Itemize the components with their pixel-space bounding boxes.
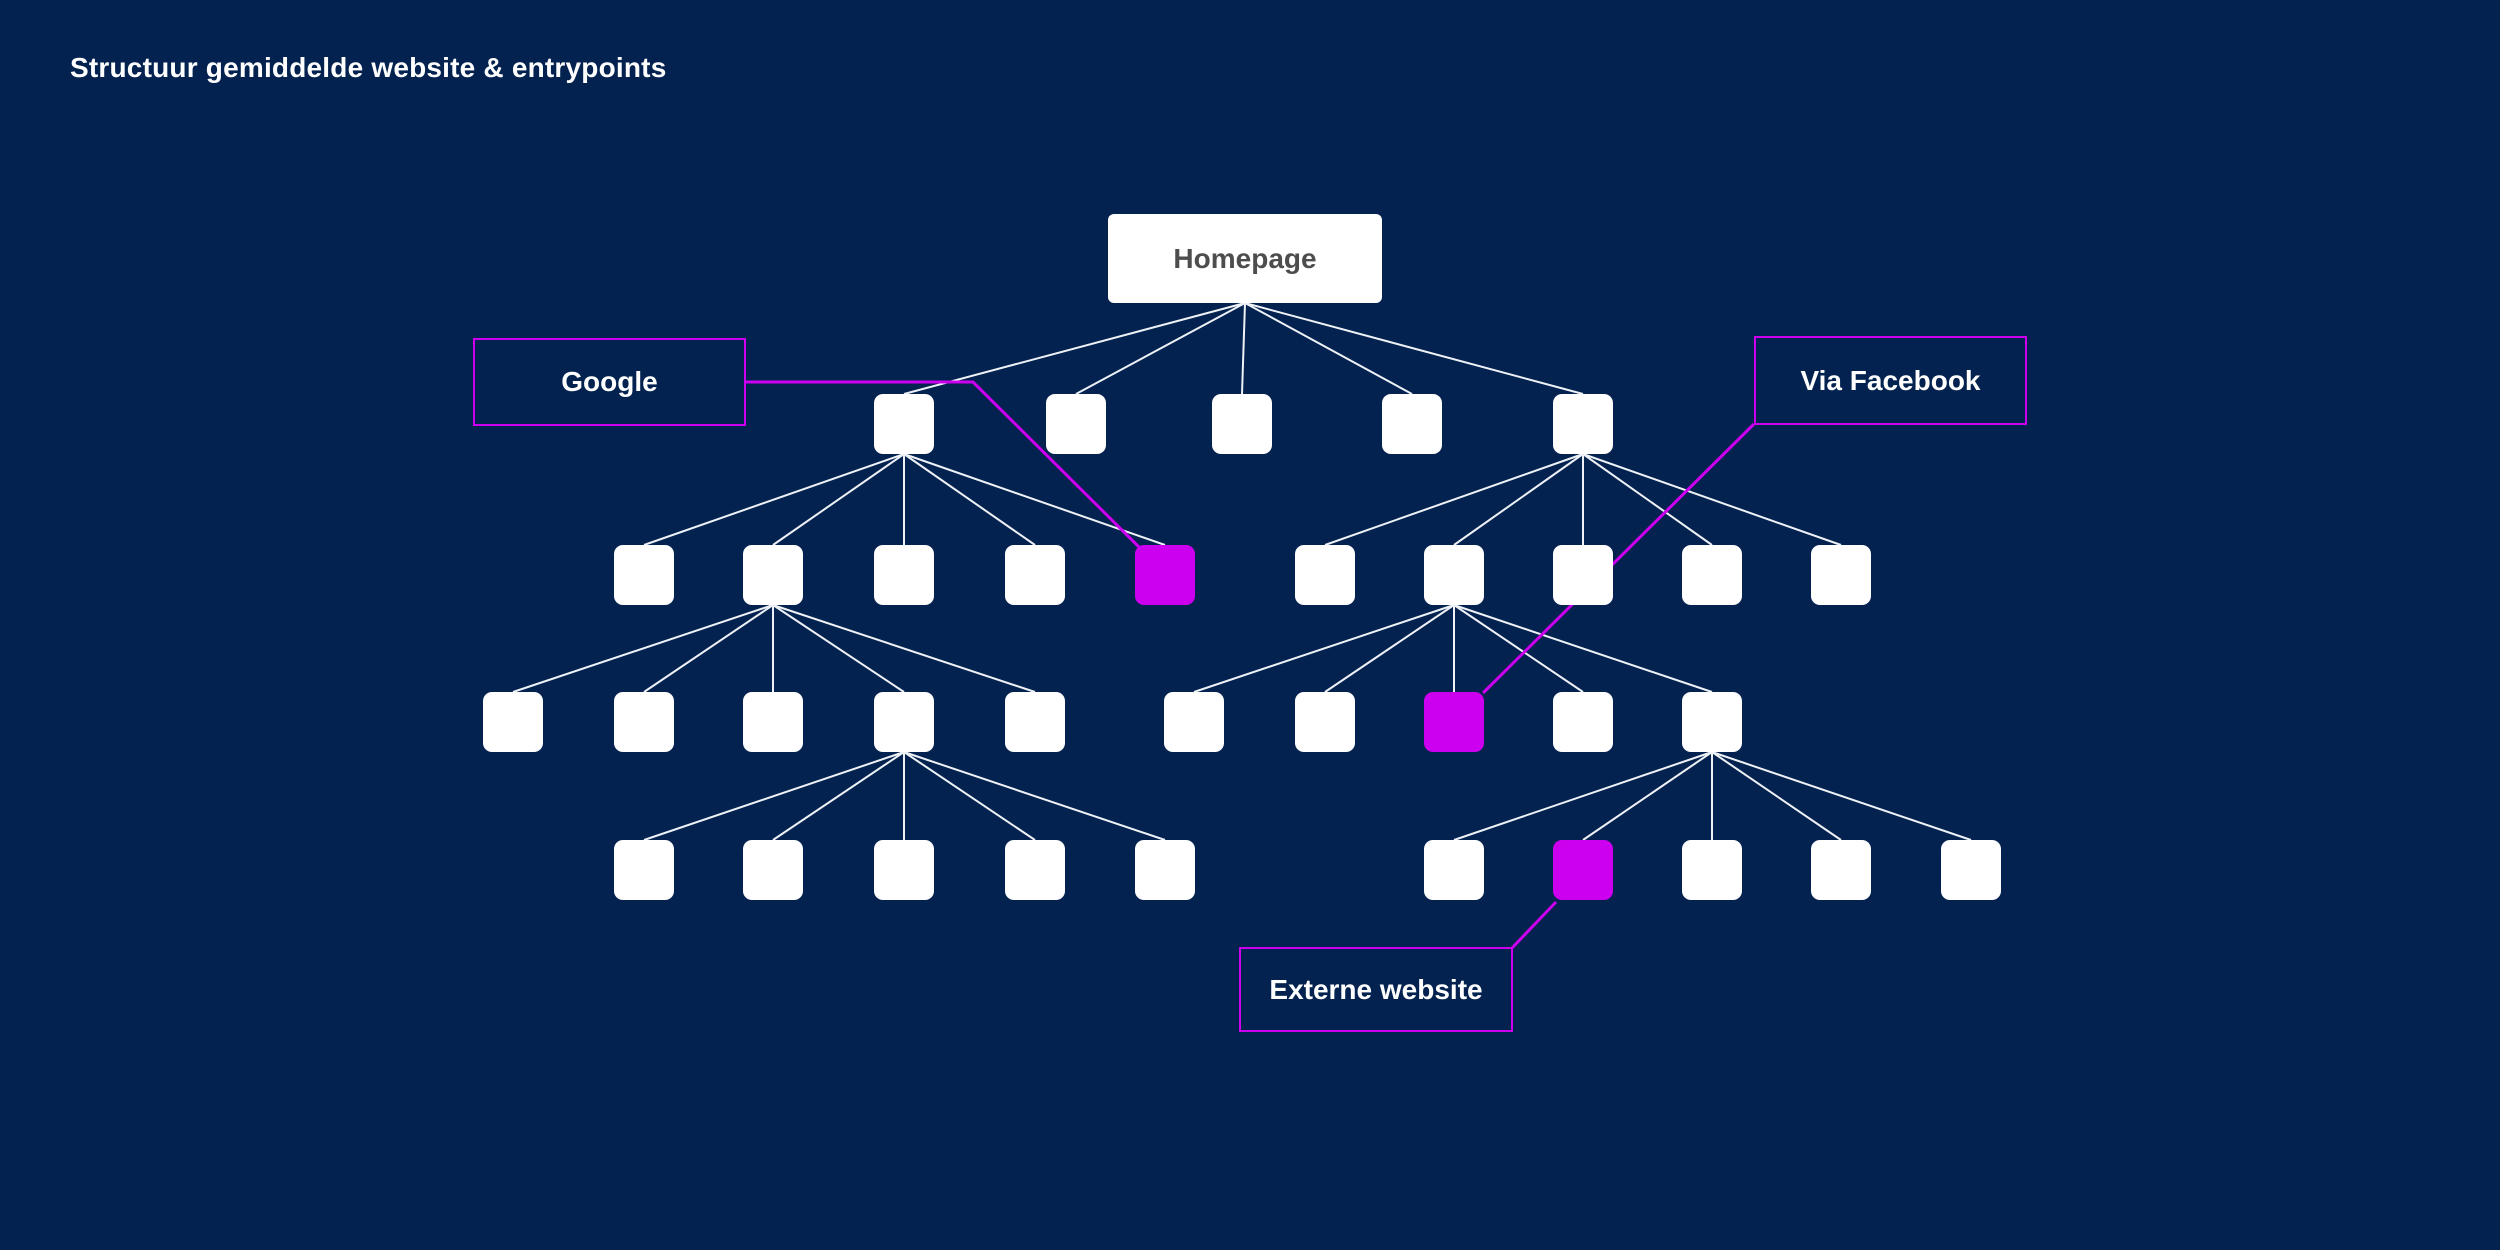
homepage-node: Homepage [1108, 214, 1382, 303]
tree-node [1941, 840, 2001, 900]
connector-facebook [1481, 422, 1756, 695]
tree-node [1553, 545, 1613, 605]
connector-external [1510, 900, 1558, 950]
tree-node [1682, 840, 1742, 900]
tree-node-entry-google [1135, 545, 1195, 605]
entrypoint-facebook: Via Facebook [1754, 336, 2027, 425]
tree-node [1424, 840, 1484, 900]
entrypoint-external: Externe website [1239, 947, 1513, 1032]
tree-node [1005, 840, 1065, 900]
tree-node [1424, 545, 1484, 605]
tree-node [1811, 840, 1871, 900]
tree-node [614, 545, 674, 605]
tree-node [1212, 394, 1272, 454]
tree-node [1553, 692, 1613, 752]
tree-node-entry-external [1553, 840, 1613, 900]
tree-node [874, 692, 934, 752]
edges-level1-right [1324, 453, 1842, 546]
tree-node [743, 692, 803, 752]
edges-level3-left [643, 751, 1166, 841]
connector-google [746, 380, 1143, 551]
tree-node [1382, 394, 1442, 454]
tree-node [1046, 394, 1106, 454]
tree-node [1682, 545, 1742, 605]
entrypoint-google: Google [473, 338, 746, 426]
tree-node [743, 545, 803, 605]
edges-homepage-level1 [903, 302, 1584, 395]
tree-node [1295, 545, 1355, 605]
tree-node [874, 545, 934, 605]
edges-level1-left [643, 453, 1166, 546]
page-title: Structuur gemiddelde website & entrypoin… [70, 52, 667, 83]
edges-level2-right [1193, 604, 1713, 693]
tree-node [614, 692, 674, 752]
tree-node [483, 692, 543, 752]
tree-node [1682, 692, 1742, 752]
tree-node [874, 840, 934, 900]
edges-level3-right [1453, 751, 1972, 841]
tree-node [874, 394, 934, 454]
tree-node [743, 840, 803, 900]
tree-node [1553, 394, 1613, 454]
tree-node [1811, 545, 1871, 605]
tree-node [1135, 840, 1195, 900]
tree-node-entry-facebook [1424, 692, 1484, 752]
tree-node [1295, 692, 1355, 752]
edges-level2-left [512, 604, 1036, 693]
tree-node [614, 840, 674, 900]
tree-node [1005, 692, 1065, 752]
tree-node [1164, 692, 1224, 752]
tree-node [1005, 545, 1065, 605]
